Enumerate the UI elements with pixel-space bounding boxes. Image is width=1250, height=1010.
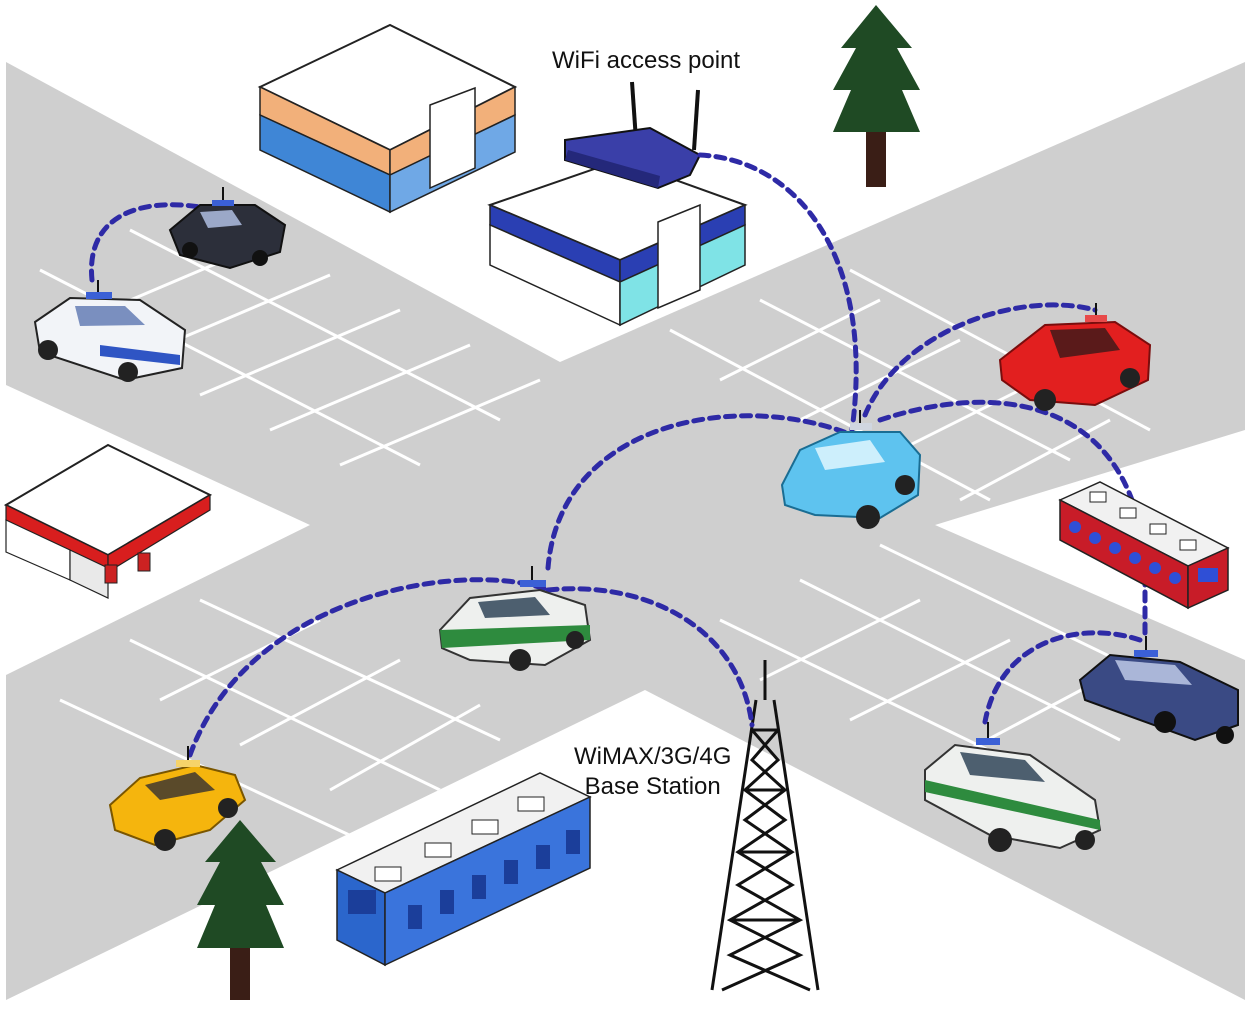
bus-bottom	[335, 772, 592, 967]
base-station-label-line2: Base Station	[584, 773, 721, 800]
gas-station	[3, 443, 213, 599]
link-police-green2	[982, 630, 1143, 725]
green-police-car-right	[924, 722, 1102, 852]
police-car-top-left	[168, 187, 287, 270]
green-police-car-center	[438, 566, 592, 671]
link-green-tower	[545, 586, 755, 728]
link-bluecar-redcar	[862, 302, 1098, 418]
yellow-taxi	[108, 746, 247, 851]
cell-tower	[710, 660, 820, 992]
link-policewhite-policedark	[89, 202, 218, 283]
office-building-center	[487, 158, 748, 327]
police-car-right	[1078, 636, 1239, 744]
base-station-label: WiMAX/3G/4G Base Station	[574, 742, 731, 802]
pine-tree-bottom	[197, 820, 284, 1000]
link-wifi-bluecar	[697, 152, 859, 433]
office-building-left	[257, 23, 518, 214]
pine-tree-top	[833, 5, 920, 187]
red-car	[998, 303, 1152, 411]
link-taxi-green	[187, 577, 551, 758]
wifi-access-point-label: WiFi access point	[552, 47, 741, 74]
road-markings	[39, 228, 1201, 842]
blue-car	[780, 410, 922, 529]
police-car-white	[33, 280, 187, 382]
bus-right	[1058, 481, 1230, 610]
wifi-router	[564, 81, 702, 190]
base-station-label-line1: WiMAX/3G/4G	[574, 743, 732, 770]
link-green-bluecar	[545, 413, 855, 571]
